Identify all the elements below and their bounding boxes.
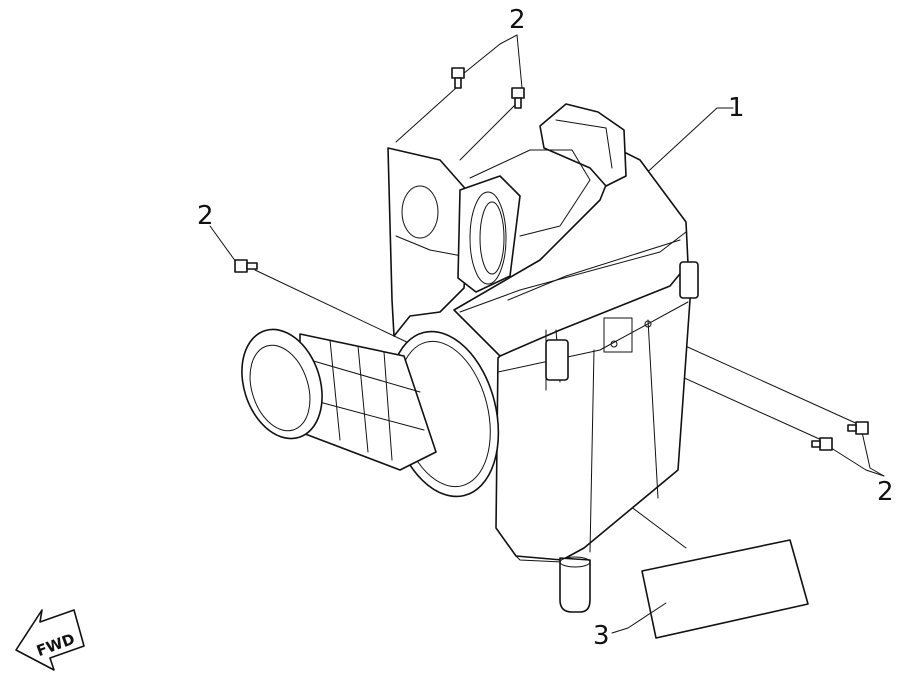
bolt-icon <box>511 87 525 109</box>
callout-top-bolts: 2 <box>509 5 526 35</box>
fwd-arrow-icon: FWD <box>15 609 85 671</box>
bolt-icon <box>234 259 258 273</box>
bolt-icons <box>234 67 869 451</box>
label-plate <box>641 539 809 639</box>
upper-intake-duct <box>387 147 591 337</box>
callout-left-bolt: 2 <box>197 201 214 231</box>
bolt-icon <box>811 437 833 451</box>
filter-housing <box>453 103 699 613</box>
bolt-icon <box>451 67 465 89</box>
bolt-icon <box>847 421 869 435</box>
callout-housing: 1 <box>728 93 745 123</box>
callout-right-bolts: 2 <box>877 477 894 507</box>
front-intake-hose <box>241 328 500 498</box>
callout-numbers: 2 1 2 2 3 <box>197 5 894 651</box>
callout-label-plate: 3 <box>593 621 610 651</box>
